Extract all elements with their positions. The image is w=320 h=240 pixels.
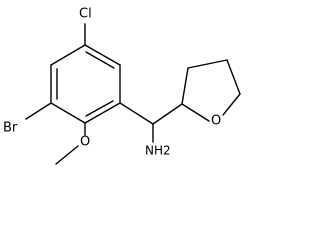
structure-diagram: Cl Br O O NH2 (3, 7, 241, 165)
bond-ring-c4-c5 (50, 102, 86, 124)
bond-ch-thf (152, 103, 183, 125)
bond-ring-c6-c1 (50, 44, 86, 66)
bond-thf-c4-c5 (226, 59, 241, 95)
ring-oxygen-label: O (211, 114, 221, 129)
methoxy-oxygen-label: O (80, 135, 90, 150)
bond-thf-o-c2 (181, 103, 210, 122)
amine-label: NH2 (145, 144, 171, 158)
bond-thf-c5-o (222, 93, 241, 116)
double-bond-inner-2 (85, 100, 114, 117)
benzene-ring (50, 44, 121, 124)
bond-c3-ch (119, 102, 154, 125)
bond-thf-c3-c4 (187, 59, 228, 69)
double-bond-inner-1 (85, 51, 115, 69)
bond-ring-c3-c4 (84, 102, 121, 124)
bond-c5-br (25, 102, 52, 120)
bond-ring-c1-c2 (84, 44, 121, 66)
bond-o-methyl (55, 145, 79, 165)
tetrahydrofuran-ring (181, 59, 241, 122)
bond-thf-c2-c3 (181, 67, 189, 105)
bromine-label: Br (3, 121, 18, 136)
chlorine-label: Cl (79, 7, 92, 22)
